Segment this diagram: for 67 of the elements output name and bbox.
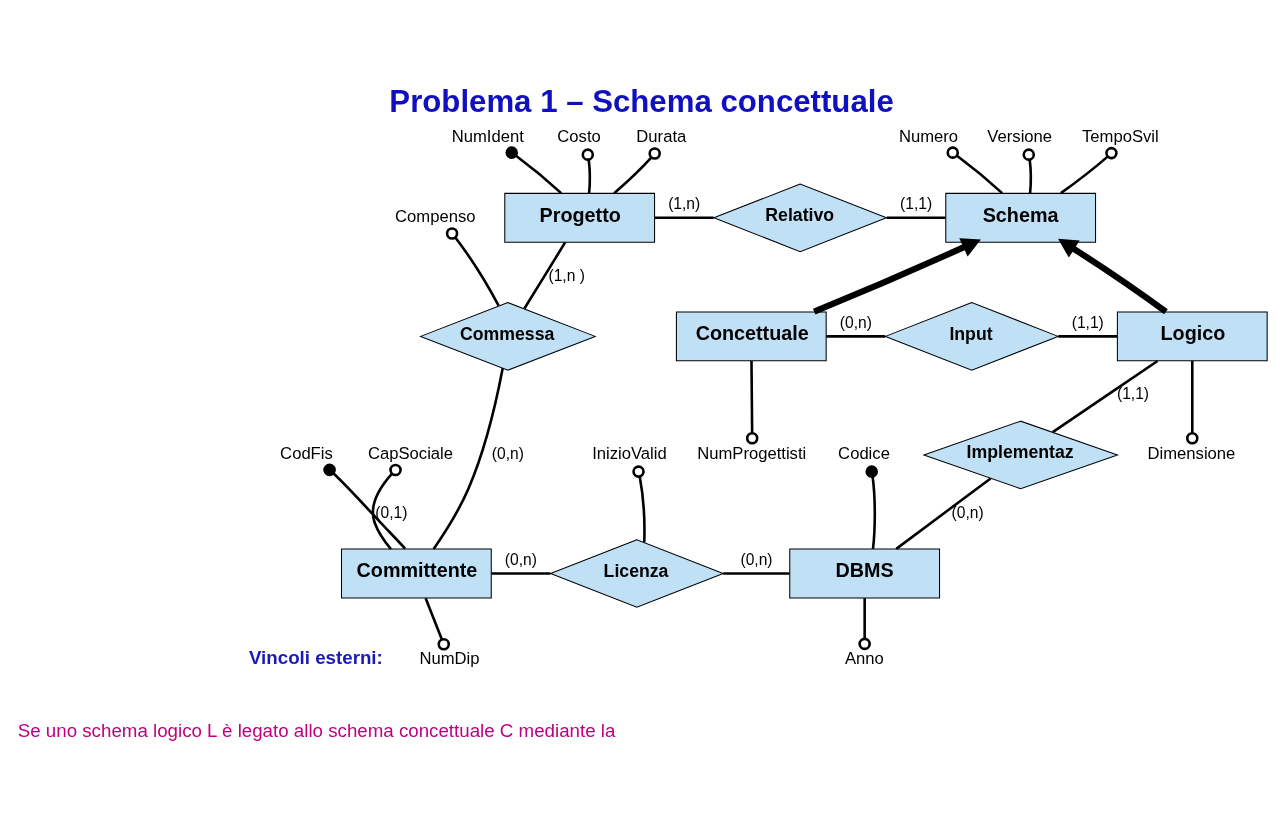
- connector: [371, 463, 402, 550]
- node-diamond: Licenza: [549, 538, 725, 608]
- edge-label: (0,n): [839, 313, 872, 331]
- connector: [491, 571, 551, 575]
- node-box: Concettuale: [675, 310, 827, 361]
- edge-label: (1,1): [1116, 384, 1150, 402]
- connector: [445, 226, 500, 306]
- connector: [745, 360, 759, 445]
- node-text: CodFis: [280, 443, 333, 463]
- connector: [1052, 359, 1159, 433]
- connector: [723, 571, 790, 575]
- edge-label: (0,n): [504, 550, 537, 568]
- node-text: InizioValid: [592, 443, 667, 463]
- connector: [858, 597, 871, 650]
- connector: [632, 464, 646, 542]
- node-box: Progetto: [504, 192, 656, 243]
- node-text: CapSociale: [368, 443, 454, 463]
- connector: [654, 216, 714, 219]
- node-text: NumDip: [419, 648, 480, 668]
- connector: [523, 241, 567, 309]
- edge-label: (0,n): [491, 444, 524, 462]
- connector: [505, 145, 563, 194]
- node-text: Durata: [636, 126, 687, 146]
- node-text: Compenso: [395, 206, 476, 226]
- edge-label: (1,n): [668, 194, 701, 212]
- connector: [1060, 146, 1118, 194]
- node-diamond: Input: [884, 301, 1060, 371]
- node-diamond: Relativo: [712, 182, 888, 252]
- connector: [895, 476, 992, 550]
- label: Se uno schema logico L è legato allo schema concettuale C mediante la: [17, 719, 616, 741]
- connector: [1186, 360, 1199, 445]
- connector: [946, 145, 1004, 194]
- edge-label: (1,n ): [548, 266, 585, 284]
- edge-label: (1,1): [900, 194, 933, 212]
- node-diamond: Commessa: [419, 301, 597, 371]
- node-diamond: Implementaz: [922, 420, 1120, 489]
- connector: [424, 597, 451, 651]
- node-text: NumProgettisti: [697, 443, 807, 463]
- connector: [1058, 334, 1118, 338]
- node-text: Codice: [838, 443, 890, 463]
- arrow: [813, 237, 981, 315]
- connector: [1022, 147, 1036, 193]
- node-text: Anno: [844, 648, 884, 668]
- label: Vincoli esterni:: [248, 646, 383, 668]
- connector: [613, 146, 661, 194]
- node-text: Numero: [898, 126, 959, 146]
- connector: [865, 464, 878, 549]
- connector: [581, 147, 595, 193]
- edge-label: (0,1): [375, 503, 408, 521]
- node-text: Versione: [987, 126, 1053, 146]
- node-text: TempoSvil: [1082, 126, 1159, 146]
- connector: [432, 367, 504, 550]
- node-box: Logico: [1116, 310, 1268, 361]
- diagram-title: Problema 1 – Schema concettuale: [389, 83, 894, 119]
- node-box: Committente: [341, 548, 492, 598]
- connector: [886, 216, 946, 219]
- connector: [323, 463, 407, 549]
- connector: [826, 334, 886, 338]
- edge-label: (0,n): [951, 503, 984, 521]
- node-box: Schema: [945, 192, 1097, 243]
- node-text: Dimensione: [1147, 443, 1236, 463]
- edge-label: (1,1): [1071, 313, 1104, 331]
- node-text: Costo: [557, 126, 601, 146]
- arrow: [1058, 238, 1168, 314]
- node-text: NumIdent: [451, 126, 524, 146]
- node-box: DBMS: [789, 548, 941, 598]
- edge-label: (0,n): [740, 550, 773, 568]
